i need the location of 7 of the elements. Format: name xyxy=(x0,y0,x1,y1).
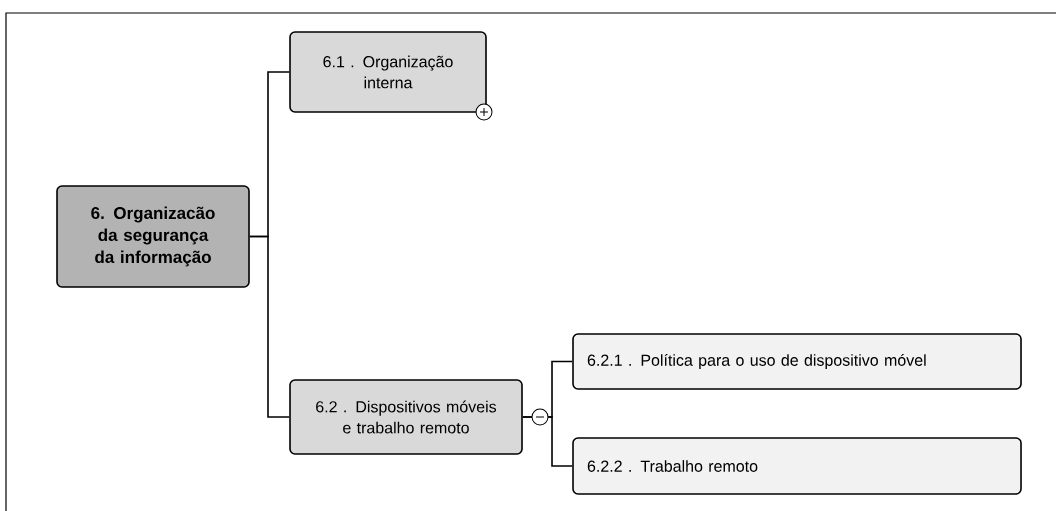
subtopic-box: 6.2 . Dispositivos móveis e trabalho remoto xyxy=(289,379,523,455)
subtopic-box: 6.1 . Organização interna xyxy=(289,31,487,113)
item-box: 6.2.1 . Política para o uso de dispositivo móvel xyxy=(572,333,1022,390)
connector-line xyxy=(522,416,573,467)
connector-line xyxy=(249,235,290,418)
topic-box: 6. Organizacão da segurança da informação xyxy=(56,185,250,288)
item-box: 6.2.2 . Trabalho remoto xyxy=(572,437,1022,495)
